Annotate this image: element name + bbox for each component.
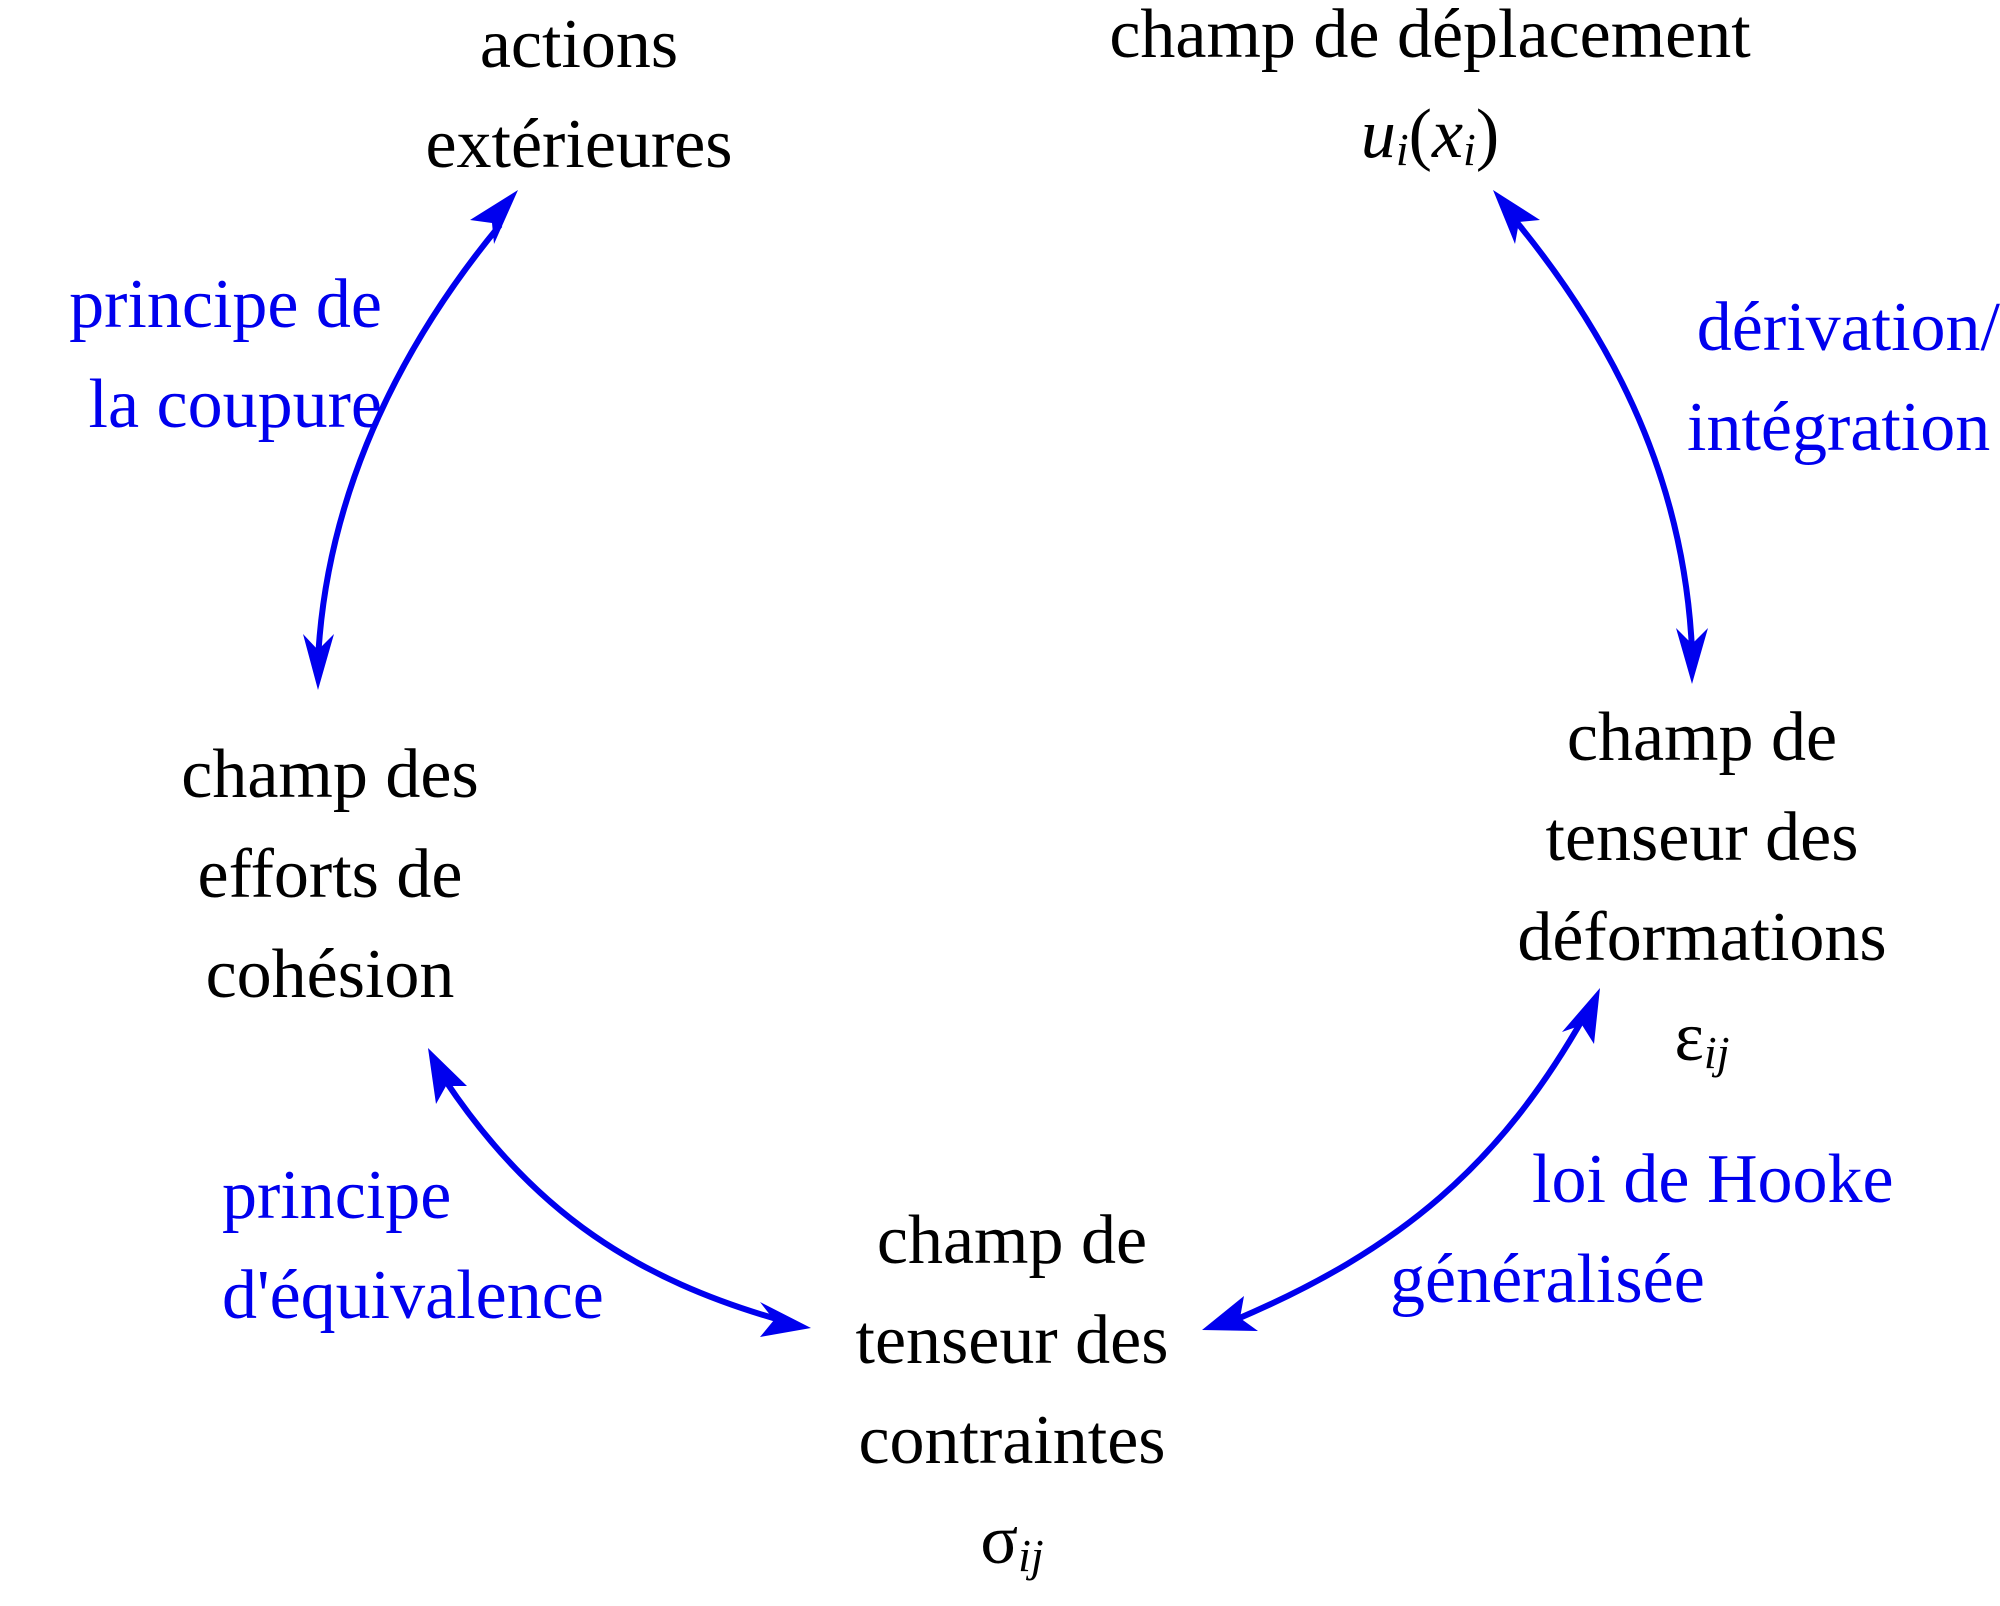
node-cohesion-line-3: cohésion bbox=[205, 936, 455, 1013]
node-strain-line-3: déformations bbox=[1517, 899, 1887, 976]
strain-symbol-sub: ij bbox=[1703, 1027, 1730, 1078]
strain-symbol-main: ε bbox=[1674, 999, 1704, 1076]
arrow-hooke bbox=[1233, 1013, 1588, 1323]
stress-symbol-main: σ bbox=[980, 1502, 1019, 1579]
relation-cut-principle-line-2: la coupure bbox=[88, 366, 382, 443]
relation-hooke-line-1: loi de Hooke bbox=[1532, 1141, 1894, 1218]
displacement-symbol-open: ( bbox=[1408, 96, 1432, 173]
arrow-cut-principle bbox=[315, 223, 503, 661]
node-actions-line-1: actions bbox=[479, 6, 679, 83]
displacement-symbol-sub: i bbox=[1395, 124, 1409, 175]
node-cohesion: champ des efforts de cohésion bbox=[130, 725, 530, 1025]
relation-derivation: dérivation/ intégration bbox=[1645, 278, 2000, 478]
node-strain-line-1: champ de bbox=[1566, 699, 1838, 776]
arrowhead-displacement bbox=[1493, 190, 1540, 244]
arrowhead-cohesion-bottom bbox=[428, 1048, 467, 1104]
node-stress: champ de tenseur des contraintes σij bbox=[802, 1191, 1222, 1606]
arrowhead-stress-left bbox=[760, 1302, 811, 1337]
strain-symbol: εij bbox=[1462, 988, 1942, 1103]
relation-equivalence-line-1: principe bbox=[222, 1157, 452, 1234]
relation-equivalence: principe d'équivalence bbox=[222, 1146, 702, 1346]
displacement-symbol-arg: x bbox=[1431, 96, 1464, 173]
stress-symbol-sub: ij bbox=[1018, 1530, 1044, 1581]
node-strain-line-2: tenseur des bbox=[1545, 799, 1859, 876]
displacement-symbol-main: u bbox=[1360, 96, 1396, 173]
arrowhead-strain-bottom bbox=[1562, 988, 1600, 1044]
node-stress-line-2: tenseur des bbox=[855, 1302, 1169, 1379]
relation-hooke-line-2: généralisée bbox=[1390, 1241, 1705, 1318]
relation-derivation-line-2: intégration bbox=[1687, 389, 1991, 466]
relation-cut-principle-line-1: principe de bbox=[69, 266, 382, 343]
relation-derivation-line-1: dérivation/ bbox=[1696, 289, 2000, 366]
stress-symbol: σij bbox=[802, 1491, 1222, 1606]
node-stress-line-1: champ de bbox=[876, 1202, 1148, 1279]
displacement-symbol-arg-sub: i bbox=[1463, 124, 1476, 175]
arrowhead-cohesion bbox=[303, 634, 334, 690]
node-stress-line-3: contraintes bbox=[858, 1402, 1166, 1479]
node-actions-line-2: extérieures bbox=[425, 106, 733, 183]
arrowhead-strain bbox=[1676, 628, 1708, 684]
relation-hooke: loi de Hooke généralisée bbox=[1390, 1130, 1970, 1330]
node-cohesion-line-1: champ des bbox=[181, 736, 479, 813]
arrow-equivalence bbox=[442, 1078, 781, 1323]
node-cohesion-line-2: efforts de bbox=[197, 836, 463, 913]
arrowhead-stress-right bbox=[1202, 1296, 1258, 1331]
arrowhead-actions bbox=[470, 190, 518, 244]
node-actions: actions extérieures bbox=[379, 0, 779, 195]
relation-equivalence-line-2: d'équivalence bbox=[222, 1257, 604, 1334]
arrow-derivation bbox=[1512, 218, 1695, 651]
relation-cut-principle: principe de la coupure bbox=[2, 255, 382, 455]
node-displacement: champ de déplacement ui(xi) bbox=[1030, 0, 1830, 200]
node-displacement-line-1: champ de déplacement bbox=[1109, 0, 1751, 73]
displacement-symbol: ui(xi) bbox=[1030, 85, 1830, 200]
displacement-symbol-close: ) bbox=[1475, 96, 1500, 173]
node-strain: champ de tenseur des déformations εij bbox=[1462, 688, 1942, 1103]
